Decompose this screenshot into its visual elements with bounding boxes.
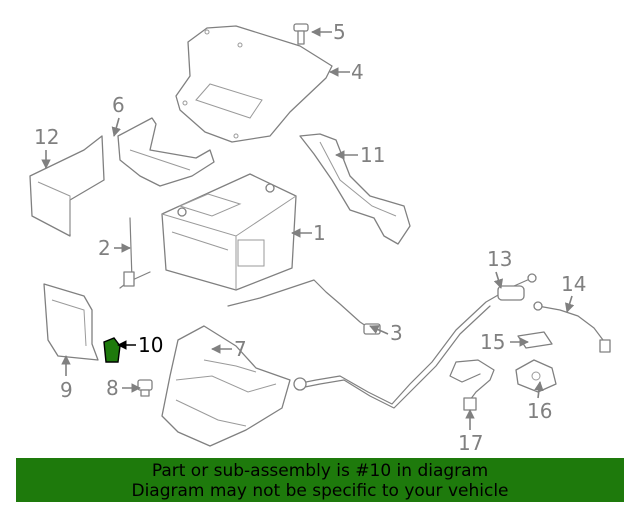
callout-15: 15 bbox=[480, 330, 505, 354]
callout-2: 2 bbox=[98, 236, 111, 260]
clip-part-10 bbox=[103, 337, 121, 363]
cable-loop-part-17 bbox=[449, 359, 495, 411]
callout-17: 17 bbox=[458, 431, 483, 455]
small-bracket-part-15 bbox=[517, 331, 553, 349]
callout-6: 6 bbox=[112, 93, 125, 117]
main-cable-part-13 bbox=[293, 273, 537, 409]
battery-part-1 bbox=[161, 173, 297, 291]
ground-cable-part-14 bbox=[533, 301, 611, 353]
battery-tray-part-7 bbox=[161, 325, 291, 447]
banner-line-2: Diagram may not be specific to your vehi… bbox=[131, 481, 509, 501]
callout-8: 8 bbox=[106, 376, 119, 400]
callout-labels: 5 4 6 12 11 1 2 13 14 3 15 7 10 9 8 16 1… bbox=[34, 20, 586, 455]
callout-10: 10 bbox=[138, 333, 163, 357]
bolt-part-8 bbox=[137, 379, 153, 397]
callout-16: 16 bbox=[527, 399, 552, 423]
callout-13: 13 bbox=[487, 247, 512, 271]
callout-14: 14 bbox=[561, 272, 586, 296]
info-banner: Part or sub-assembly is #10 in diagram D… bbox=[16, 458, 624, 502]
callout-9: 9 bbox=[60, 378, 73, 402]
callout-1: 1 bbox=[313, 221, 326, 245]
bolt-part-5 bbox=[293, 23, 309, 45]
callout-3: 3 bbox=[390, 321, 403, 345]
bracket-part-6 bbox=[117, 117, 215, 187]
shield-part-9 bbox=[43, 283, 99, 361]
side-panel-part-12 bbox=[29, 135, 105, 237]
hold-down-rod-part-2 bbox=[119, 217, 151, 289]
relay-part-16 bbox=[515, 359, 557, 393]
callout-4: 4 bbox=[351, 60, 364, 84]
leader-lines bbox=[41, 27, 575, 430]
battery-cover-part bbox=[175, 25, 333, 143]
callout-11: 11 bbox=[360, 143, 385, 167]
callout-12: 12 bbox=[34, 125, 59, 149]
duct-part-11 bbox=[299, 133, 411, 245]
callout-7: 7 bbox=[234, 337, 247, 361]
sensor-cable-part-3 bbox=[227, 279, 381, 335]
banner-line-1: Part or sub-assembly is #10 in diagram bbox=[151, 461, 489, 481]
callout-5: 5 bbox=[333, 20, 346, 44]
